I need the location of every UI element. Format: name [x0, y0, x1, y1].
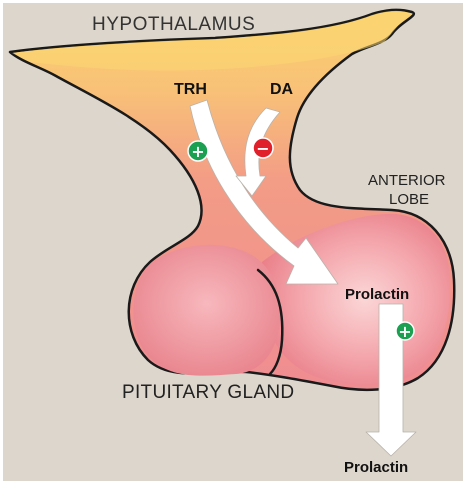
- posterior-lobe-shape: [134, 245, 281, 376]
- secretion-plus-badge: +: [396, 322, 414, 341]
- anterior-label: ANTERIOR: [368, 171, 446, 190]
- pituitary-gland-label: PITUITARY GLAND: [122, 383, 294, 402]
- trh-plus-sign: +: [191, 142, 204, 161]
- trh-plus-badge: +: [188, 141, 208, 161]
- secretion-plus-sign: +: [398, 322, 411, 341]
- da-minus-sign: −: [256, 139, 269, 158]
- hypothalamus-label: HYPOTHALAMUS: [92, 15, 255, 34]
- lobe-label: LOBE: [389, 190, 429, 209]
- prolactin-output-label: Prolactin: [344, 460, 408, 475]
- trh-label: TRH: [174, 82, 207, 98]
- prolactin-gland-label: Prolactin: [345, 287, 409, 302]
- da-minus-badge: −: [253, 138, 273, 158]
- da-label: DA: [270, 82, 293, 98]
